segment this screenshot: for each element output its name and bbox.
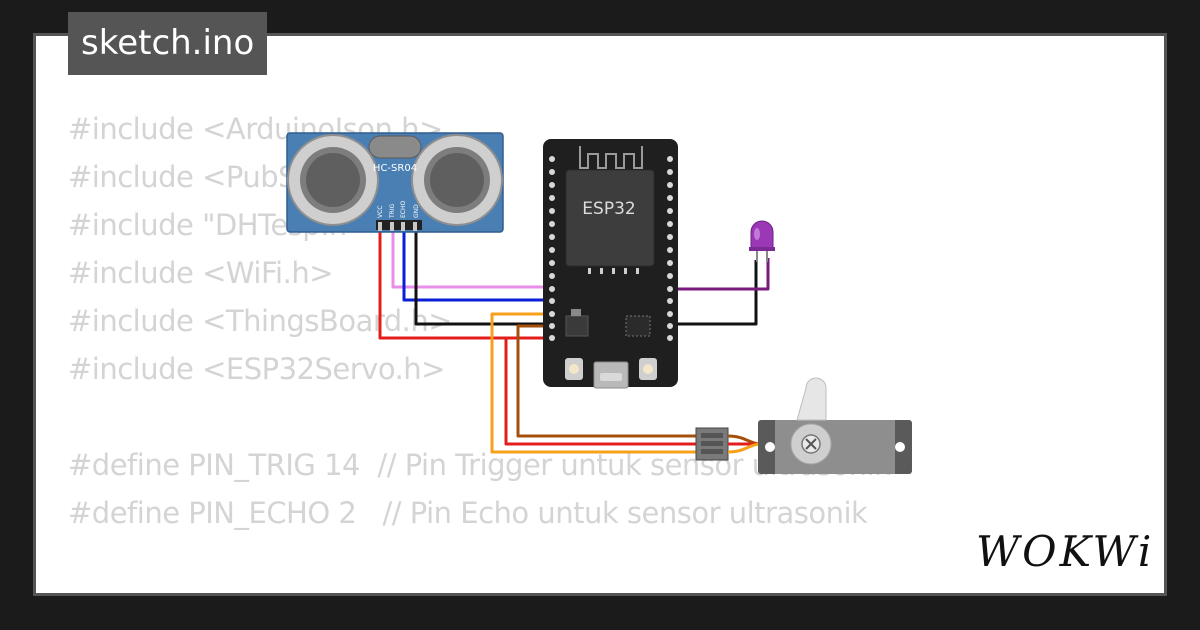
preview-card: #include <ArduinoJson.h>#include <PubSub… — [33, 33, 1167, 596]
sensor-label: HC-SR04 — [373, 163, 417, 174]
left-header-pins — [549, 156, 555, 341]
wokwi-logo: WOKWi — [976, 527, 1155, 576]
right-header-pins — [667, 156, 673, 341]
code-line-11: #define WIFI_AP "Wokwi-GUEST" — [68, 585, 890, 593]
sensor-transducer-left — [287, 134, 379, 226]
board-label: ESP32 — [582, 199, 635, 219]
code-line-4: #include <WiFi.h> — [68, 256, 334, 290]
wire-vcc-red[interactable] — [378, 229, 552, 340]
sensor-pin-trig: TRIG — [389, 203, 396, 219]
purple-led[interactable] — [749, 220, 775, 262]
wire-trig-pink[interactable] — [391, 229, 552, 289]
servo-motor[interactable] — [695, 377, 912, 474]
code-line-5: #include <ThingsBoard.h> — [68, 304, 453, 338]
wire-servo-signal-orange[interactable] — [490, 312, 700, 454]
code-line-9: #define PIN_ECHO 2 // Pin Echo untuk sen… — [68, 496, 868, 530]
code-line-6: #include <ESP32Servo.h> — [68, 352, 445, 386]
code-editor-preview: #include <ArduinoJson.h>#include <PubSub… — [68, 105, 891, 593]
sensor-pin-gnd: GND — [413, 204, 420, 218]
wire-servo-power-red[interactable] — [504, 338, 700, 446]
wire-servo-gnd-brown[interactable] — [516, 324, 700, 438]
esp32-board[interactable]: ESP32 — [543, 139, 678, 389]
ultrasonic-sensor[interactable]: HC-SR04 VCC TRIG ECHO GND — [286, 132, 504, 233]
wire-led-purple[interactable] — [672, 258, 770, 291]
sensor-transducer-right — [411, 134, 503, 226]
sensor-pin-vcc: VCC — [377, 206, 384, 218]
sensor-pin-echo: ECHO — [400, 201, 407, 218]
file-tab[interactable]: sketch.ino — [68, 12, 268, 75]
